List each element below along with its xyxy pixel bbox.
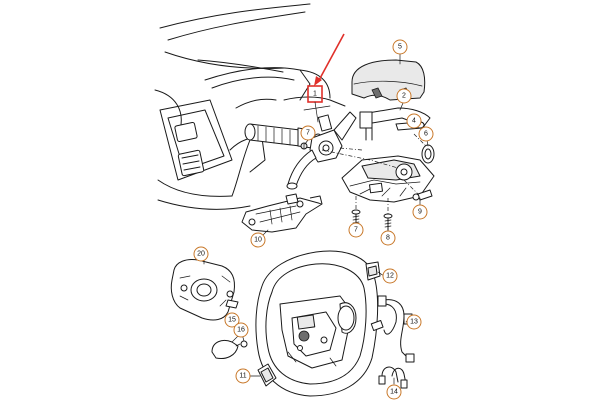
callout-10[interactable]: 10 (250, 232, 266, 248)
callout-label: 15 (228, 317, 236, 324)
highlight-arrow-line (317, 33, 345, 83)
callout-13[interactable]: 13 (406, 314, 422, 330)
callout-16[interactable]: 16 (233, 322, 249, 338)
button-part-12 (365, 261, 381, 281)
clip-part-16 (235, 340, 248, 348)
lower-column-housing (341, 155, 435, 203)
callout-label: 5 (398, 44, 402, 51)
callout-label: 12 (386, 273, 394, 280)
wiring-harness-part-13 (370, 295, 415, 363)
screw-part-9 (412, 189, 433, 201)
callout-8[interactable]: 8 (380, 230, 396, 246)
callout-20[interactable]: 20 (193, 246, 209, 262)
callout-4[interactable]: 4 (406, 113, 422, 129)
callout-label: 9 (418, 209, 422, 216)
ring-part-6 (421, 144, 435, 164)
upper-column-cover-part-5 (351, 59, 426, 101)
callout-label: 8 (386, 235, 390, 242)
callout-15[interactable]: 15 (224, 312, 240, 328)
callout-label: 2 (402, 93, 406, 100)
connector-part-14 (378, 366, 408, 389)
highlight-label: 1 (313, 91, 317, 98)
switch-part-11 (257, 363, 277, 387)
callout-label: 14 (390, 389, 398, 396)
steering-wheel (255, 250, 379, 397)
callout-label: 16 (237, 327, 245, 334)
callout-7-lower[interactable]: 7 (348, 222, 364, 238)
callout-9[interactable]: 9 (412, 204, 428, 220)
horn-cap-part-15 (211, 333, 245, 359)
callout-5[interactable]: 5 (392, 39, 408, 55)
callout-2[interactable]: 2 (396, 88, 412, 104)
highlight-part-1[interactable]: 1 (307, 33, 345, 103)
column-switch-assembly (286, 111, 357, 190)
clock-spring-part-20 (170, 259, 239, 321)
callout-label: 10 (254, 237, 262, 244)
alignment-lines-upper (321, 133, 427, 214)
callout-label: 7 (354, 227, 358, 234)
callout-11[interactable]: 11 (235, 368, 251, 384)
callout-label: 7 (306, 130, 310, 137)
callout-12[interactable]: 12 (382, 268, 398, 284)
bolt-part-8 (383, 213, 393, 231)
callout-label: 4 (412, 118, 416, 125)
screw-part-7-upper (300, 142, 308, 150)
callout-7-upper[interactable]: 7 (300, 125, 316, 141)
callout-6[interactable]: 6 (418, 126, 434, 142)
callout-14[interactable]: 14 (386, 384, 402, 400)
callout-label: 11 (239, 373, 246, 380)
callout-label: 13 (410, 319, 418, 326)
dashboard-outline (154, 3, 346, 210)
callout-label: 6 (424, 131, 428, 138)
callout-label: 20 (197, 251, 205, 258)
bracket-part-10 (241, 193, 323, 233)
highlight-arrow-head (314, 76, 322, 86)
